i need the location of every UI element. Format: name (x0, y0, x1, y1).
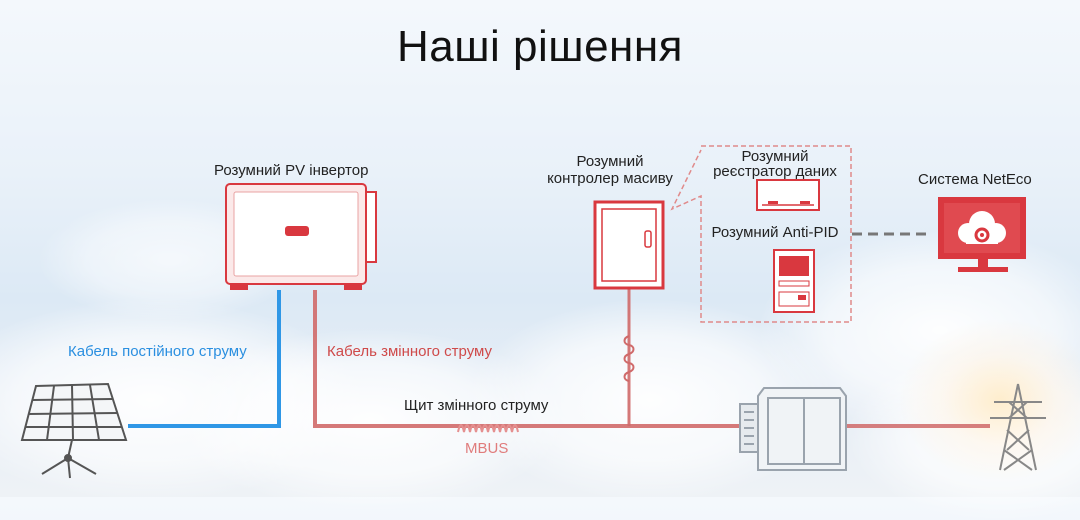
anti-pid-icon (773, 249, 815, 313)
data-logger-label-line2: реєстратор даних (713, 163, 837, 180)
data-logger-icon (756, 179, 820, 211)
array-controller-icon (593, 200, 665, 290)
mbus-wave-icon (457, 424, 519, 433)
neteco-monitor-icon (938, 197, 1026, 272)
plc-coil-icon (623, 335, 635, 382)
neteco-label: Система NetEco (918, 171, 1032, 188)
array-controller-label: Розумний контролер масиву (520, 153, 700, 187)
array-controller-label-line2: контролер масиву (547, 170, 673, 187)
data-logger-label-line1: Розумний (741, 148, 809, 165)
solution-diagram (20, 145, 1046, 479)
dc-cable-line (128, 290, 281, 428)
inverter-icon (225, 183, 377, 290)
solar-panel-icon (20, 382, 128, 479)
page-title: Наші рішення (397, 22, 683, 71)
device-group-dashed-box (670, 145, 852, 323)
inverter-label: Розумний PV інвертор (214, 162, 369, 179)
box-transformer-icon (739, 387, 847, 471)
array-controller-label-line1: Розумний (576, 153, 644, 170)
anti-pid-label: Розумний Anti-PID (711, 224, 839, 241)
mbus-label: MBUS (465, 440, 509, 457)
ac-cable-label: Кабель змінного струму (327, 343, 493, 360)
dc-cable-label: Кабель постійного струму (68, 343, 247, 360)
data-logger-label: Розумний реєстратор даних (700, 149, 850, 179)
ac-panel-label: Щит змінного струму (404, 397, 549, 414)
power-tower-icon (990, 383, 1046, 471)
ac-cable-line (313, 288, 990, 428)
